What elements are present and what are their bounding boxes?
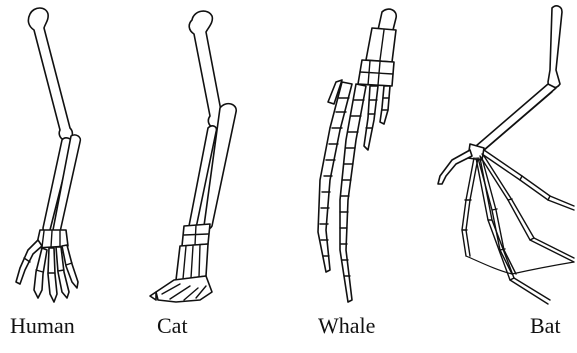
bat-humerus <box>548 6 562 88</box>
cat-humerus <box>189 11 223 128</box>
bat-wing <box>438 6 574 304</box>
whale-flipper <box>318 9 396 302</box>
cat-leg <box>150 11 236 302</box>
human-finger-1 <box>34 248 47 298</box>
cat-claw <box>150 292 156 300</box>
whale-digit-2 <box>364 86 378 150</box>
bat-lower-digit <box>476 158 548 304</box>
label-cat: Cat <box>157 313 188 339</box>
bat-thumb <box>438 150 472 184</box>
bat-radius <box>476 84 556 150</box>
label-human: Human <box>10 313 75 339</box>
human-finger-2 <box>48 248 57 302</box>
label-bat: Bat <box>530 313 561 339</box>
human-arm <box>16 8 80 302</box>
human-humerus <box>28 8 72 140</box>
whale-digit-short <box>380 86 390 124</box>
label-whale: Whale <box>318 313 375 339</box>
